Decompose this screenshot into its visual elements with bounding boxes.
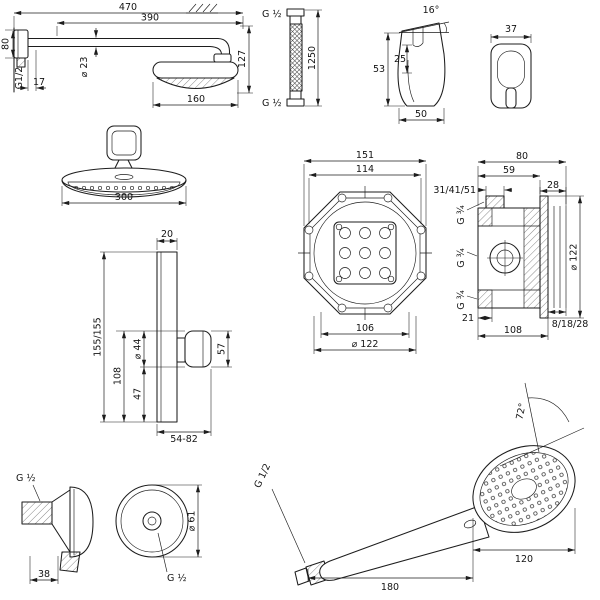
- dim-overhead-head-depth: 160: [187, 94, 205, 105]
- dim-handshower-head-length: 120: [515, 554, 533, 565]
- holder-side-dimension-lines: [384, 21, 450, 124]
- label-ibox-thread-top: G ¾: [456, 205, 467, 225]
- dim-overhead-flange-depth: 17: [33, 77, 45, 88]
- holder-side-view: 16° 53 25 50: [373, 5, 450, 124]
- dim-holder-inner-height: 25: [394, 54, 406, 65]
- overhead-shower-outline: [13, 3, 239, 93]
- wall-outlet-front-view: ⌀ 61 G ½: [115, 484, 202, 584]
- label-hose-thread-top: G ½: [262, 9, 282, 20]
- dim-outlet-projection: 38: [38, 569, 50, 580]
- thermostat-dimension-lines: [100, 238, 232, 436]
- dim-thermostat-plate-height: 155/155: [93, 317, 104, 356]
- dim-overhead-total-projection: 470: [119, 2, 137, 13]
- dim-thermostat-center-height: 108: [113, 367, 124, 385]
- ibox-front-outline: [298, 186, 432, 320]
- dim-outlet-escutcheon-diameter: ⌀ 61: [187, 511, 198, 532]
- dim-ibox-bolt-spacing: 114: [356, 164, 374, 175]
- holder-front-dimension-lines: [490, 34, 532, 43]
- hand-shower-view: 72° G 1/2 120 180: [252, 382, 585, 593]
- label-overhead-thread: G1/2: [14, 67, 25, 90]
- overhead-shower-side-view: 470 390 80 G1/2 17 ⌀ 23 127 160: [1, 2, 253, 108]
- hand-shower-dimension-lines: [271, 382, 585, 582]
- ibox-side-dimension-lines: [466, 159, 584, 340]
- hand-shower-outline: [294, 445, 576, 586]
- dim-ibox-install-depth-range: 31/41/51: [433, 185, 476, 196]
- dim-ibox-bottom-offset: 21: [462, 313, 474, 324]
- dim-overhead-flange-size: 80: [1, 38, 12, 50]
- dim-ibox-front-depth: 28: [547, 180, 559, 191]
- ibox-side-outline: [477, 195, 567, 319]
- dim-ibox-body-width: 151: [356, 150, 374, 161]
- dim-overhead-arm-diameter: ⌀ 23: [79, 57, 90, 78]
- hose-dimension-lines: [305, 9, 322, 107]
- dim-overhead-arm-projection: 390: [141, 13, 159, 24]
- label-outlet-thread: G ½: [16, 473, 36, 484]
- dim-handshower-handle-length: 180: [381, 582, 399, 593]
- holder-front-view: 37: [490, 24, 532, 109]
- wall-outlet-dimension-lines: [29, 556, 59, 584]
- dim-ibox-total-depth: 80: [516, 151, 528, 162]
- dim-holder-width: 37: [505, 24, 517, 35]
- ibox-front-dimension-lines: [303, 158, 427, 354]
- dim-ibox-body-depth: 59: [503, 165, 515, 176]
- dim-thermostat-handle-depth: 57: [217, 343, 228, 355]
- dim-hose-length: 1250: [307, 46, 318, 70]
- label-handshower-thread: G 1/2: [252, 462, 273, 490]
- dim-overhead-drop-height: 127: [237, 50, 248, 68]
- dim-overhead-head-diameter: 300: [115, 192, 133, 203]
- shower-hose-view: G ½ 1250 G ½: [262, 8, 322, 109]
- dim-holder-tilt-angle: 16°: [423, 5, 440, 16]
- wall-outlet-outline: [21, 484, 94, 573]
- dim-ibox-body-height: 108: [504, 325, 522, 336]
- dim-holder-height: 53: [373, 64, 385, 75]
- dim-ibox-trim-depth-options: 8/18/28: [552, 319, 589, 330]
- label-hose-thread-bottom: G ½: [262, 98, 282, 109]
- label-ibox-thread-bottom: G ¾: [456, 290, 467, 310]
- dim-ibox-cutout-diameter: ⌀ 122: [352, 339, 379, 350]
- thermostat-side-view: 20 155/155 108 ⌀ 44 47 57 54-82: [93, 229, 232, 445]
- wall-outlet-front-outline: [115, 484, 189, 558]
- hose-outline: [286, 8, 305, 107]
- ibox-front-view: 151 114 106 ⌀ 122: [298, 150, 432, 354]
- overhead-shower-front-view: 300: [61, 125, 187, 206]
- ibox-side-view: 80 59 31/41/51 28 G ¾ G ¾ G ¾ ⌀ 122 21 8…: [433, 151, 588, 340]
- dim-thermostat-plate-thickness: 20: [161, 229, 173, 240]
- dim-ibox-escutcheon-diameter: ⌀ 122: [569, 244, 580, 271]
- wall-outlet-front-dimension-lines: [152, 484, 202, 573]
- overhead-shower-dimension-lines: [5, 10, 253, 108]
- wall-outlet-side-view: G ½ 38: [16, 473, 94, 584]
- overhead-front-dimension-lines: [61, 186, 187, 206]
- dim-holder-depth: 50: [415, 109, 427, 120]
- dim-thermostat-bottom-offset: 47: [133, 388, 144, 400]
- overhead-front-outline: [61, 125, 187, 198]
- label-ibox-thread-center: G ¾: [456, 248, 467, 268]
- dim-handshower-spray-angle: 72°: [514, 402, 528, 421]
- holder-front-outline: [490, 43, 532, 109]
- label-outlet-bottom-thread: G ½: [167, 573, 187, 584]
- dim-ibox-inner-width: 106: [356, 323, 374, 334]
- thermostat-outline: [156, 251, 212, 423]
- dim-thermostat-handle-diameter: ⌀ 44: [133, 339, 144, 360]
- dim-thermostat-projection-range: 54-82: [170, 434, 198, 445]
